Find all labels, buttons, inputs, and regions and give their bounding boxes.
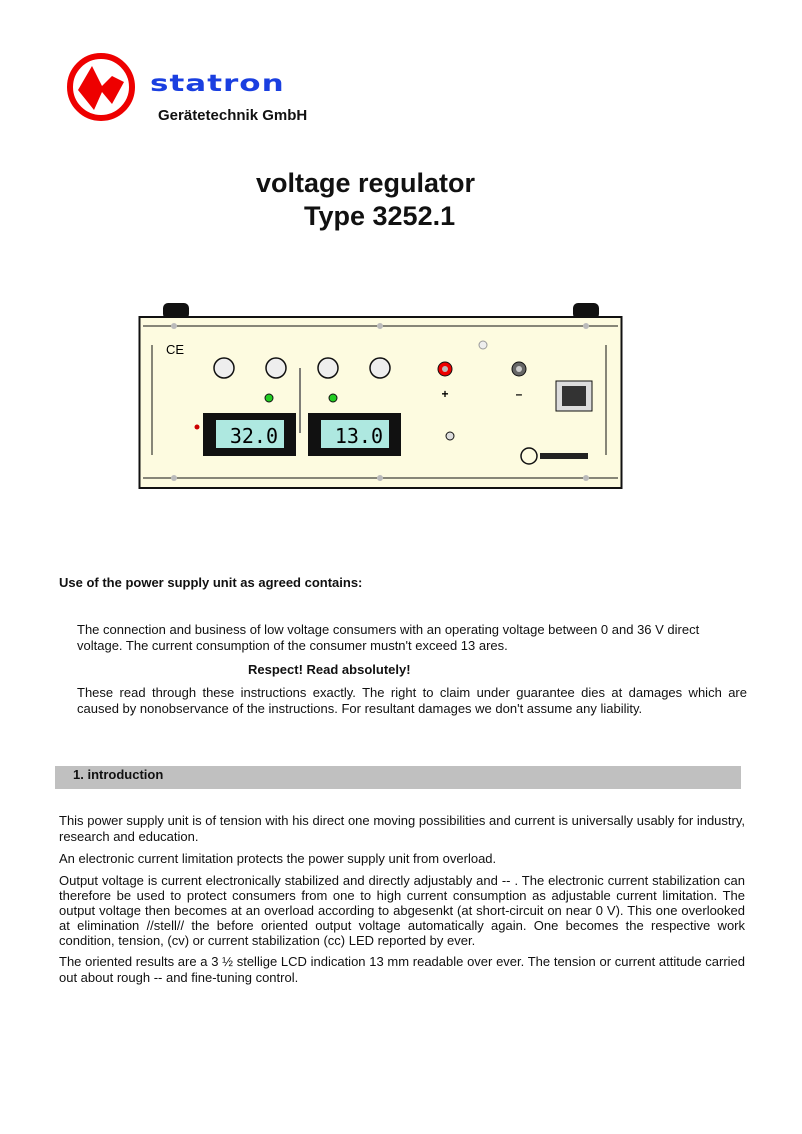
document-title: voltage regulator	[256, 168, 476, 198]
paragraph: The oriented results are a 3 ½ stellige …	[59, 954, 745, 985]
current-display: 13.0	[335, 424, 383, 448]
warning-heading: Respect! Read absolutely!	[248, 662, 411, 677]
warning-paragraph: These read through these instructions ex…	[77, 685, 747, 716]
section-title: 1. introduction	[73, 767, 164, 782]
brand-name: statron	[150, 70, 285, 97]
usage-heading: Use of the power supply unit as agreed c…	[59, 575, 363, 590]
document-subtitle: Type 3252.1	[304, 201, 456, 231]
statron-logo-icon	[67, 53, 135, 121]
section-header-introduction: 1. introduction	[55, 766, 741, 789]
paragraph: This power supply unit is of tension wit…	[59, 813, 745, 844]
power-supply-front-panel-image: CE 32.0 13.0 + –	[138, 303, 623, 489]
voltage-display: 32.0	[230, 424, 278, 448]
introduction-body: This power supply unit is of tension wit…	[59, 813, 745, 992]
svg-text:–: –	[516, 387, 523, 401]
usage-paragraph: The connection and business of low volta…	[77, 622, 700, 653]
paragraph: Output voltage is current electronically…	[59, 873, 745, 948]
paragraph: An electronic current limitation protect…	[59, 851, 497, 866]
svg-text:CE: CE	[166, 342, 184, 357]
company-name: Gerätetechnik GmbH	[158, 107, 308, 124]
svg-text:+: +	[441, 387, 448, 401]
